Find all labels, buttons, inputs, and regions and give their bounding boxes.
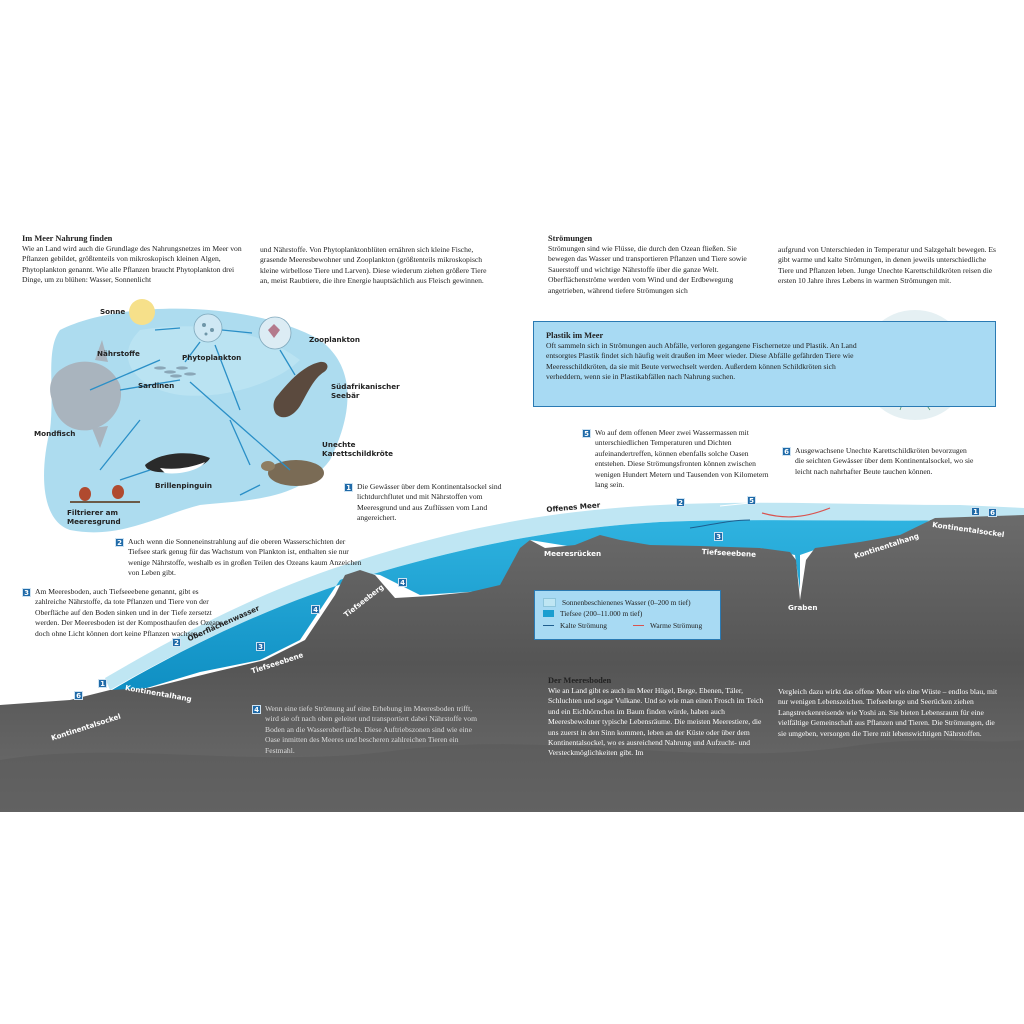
label-sonne: Sonne xyxy=(100,307,126,316)
map-marker-2-right: 2 xyxy=(676,498,685,507)
section-stroemungen-col2: aufgrund von Unterschieden in Temperatur… xyxy=(778,245,997,286)
map-marker-6-right: 6 xyxy=(988,508,997,517)
marker-1: 1 xyxy=(344,483,353,492)
section-text-col1: Wie an Land wird auch die Grundlage des … xyxy=(22,244,242,285)
label-pinguin: Brillenpinguin xyxy=(155,481,212,490)
section-title: Im Meer Nahrung finden xyxy=(22,234,113,243)
label-sardinen: Sardinen xyxy=(138,381,175,390)
legend-box: Sonnenbeschienenes Wasser (0–200 m tief)… xyxy=(534,590,721,640)
label-zooplankton: Zooplankton xyxy=(309,335,360,344)
label-phytoplankton: Phytoplankton xyxy=(182,353,242,362)
marker-3: 3 xyxy=(22,588,31,597)
seal-icon xyxy=(273,361,328,418)
section-meeresboden-col2: Vergleich dazu wirkt das offene Meer wie… xyxy=(778,687,998,738)
sunlit-layer xyxy=(105,502,1024,690)
legend-line-cold xyxy=(543,625,554,626)
section-title-stroemungen: Strömungen xyxy=(548,234,593,243)
marker-6: 6 xyxy=(782,447,791,456)
section-stroemungen: Strömungen Strömungen sind wie Flüsse, d… xyxy=(548,234,764,296)
sardines-icon xyxy=(154,366,196,378)
marker-4: 4 xyxy=(252,705,261,714)
note-5: 5 Wo auf dem offenen Meer zwei Wassermas… xyxy=(582,428,772,490)
filter-feeders-icon xyxy=(70,485,140,503)
marker-2: 2 xyxy=(115,538,124,547)
note-3: 3 Am Meeresboden, auch Tiefseeebene gena… xyxy=(22,587,227,639)
plastic-title: Plastik im Meer xyxy=(546,331,604,340)
map-marker-4-left: 4 xyxy=(311,605,320,614)
label-graben: Graben xyxy=(788,603,818,612)
plastic-box: Plastik im Meer Oft sammeln sich in Strö… xyxy=(533,321,996,407)
section-text-col2: und Nährstoffe. Von Phytoplanktonblüten … xyxy=(260,245,487,286)
label-mondfisch: Mondfisch xyxy=(34,429,76,438)
map-marker-3-left: 3 xyxy=(256,642,265,651)
map-marker-4-mid: 4 xyxy=(398,578,407,587)
legend-deep: Tiefsee (200–11.000 m tief) xyxy=(543,609,642,618)
note-6: 6 Ausgewachsene Unechte Karettschildkröt… xyxy=(782,446,978,477)
sunfish-icon xyxy=(50,361,122,431)
map-marker-1-right: 1 xyxy=(971,507,980,516)
map-marker-5-right: 5 xyxy=(747,496,756,505)
label-naehrstoffe: Nährstoffe xyxy=(97,349,140,358)
map-marker-3-right: 3 xyxy=(714,532,723,541)
legend-swatch-sunlit xyxy=(543,598,556,607)
map-marker-6-left: 6 xyxy=(74,691,83,700)
deep-water xyxy=(112,520,960,690)
label-schildkroete: Unechte Karettschildkröte xyxy=(322,440,394,458)
plastic-text: Oft sammeln sich in Strömungen auch Abfä… xyxy=(546,341,857,382)
map-marker-2-left: 2 xyxy=(172,638,181,647)
legend-currents: Kalte Strömung Warme Strömung xyxy=(543,621,702,630)
note-2: 2 Auch wenn die Sonneneinstrahlung auf d… xyxy=(115,537,365,579)
seafloor-rock xyxy=(0,515,1024,812)
cold-current-line xyxy=(689,519,751,529)
label-seebaer: Südafrikanischer Seebär xyxy=(331,382,400,400)
section-title-meeresboden: Der Meeresboden xyxy=(548,676,612,685)
turtle-icon xyxy=(268,460,324,486)
warm-current-line xyxy=(761,507,831,518)
legend-swatch-deep xyxy=(543,610,554,617)
note-1: 1 Die Gewässer über dem Kontinentalsocke… xyxy=(344,482,504,524)
foodweb-arrows xyxy=(89,327,296,496)
marker-5: 5 xyxy=(582,429,591,438)
label-filtrierer: Filtrierer am Meeresgrund xyxy=(67,508,121,526)
section-nahrung: Im Meer Nahrung finden Wie an Land wird … xyxy=(22,234,250,286)
legend-line-warm xyxy=(633,625,645,626)
sun-icon xyxy=(129,299,155,325)
map-marker-1-left: 1 xyxy=(98,679,107,688)
section-meeresboden: Der Meeresboden Wie an Land gibt es auch… xyxy=(548,676,772,759)
label-meeresruecken: Meeresrücken xyxy=(544,549,602,558)
phytoplankton-icon xyxy=(193,313,223,343)
note-4: 4 Wenn eine tiefe Strömung auf eine Erhe… xyxy=(252,704,477,756)
legend-sunlit: Sonnenbeschienenes Wasser (0–200 m tief) xyxy=(543,598,691,607)
